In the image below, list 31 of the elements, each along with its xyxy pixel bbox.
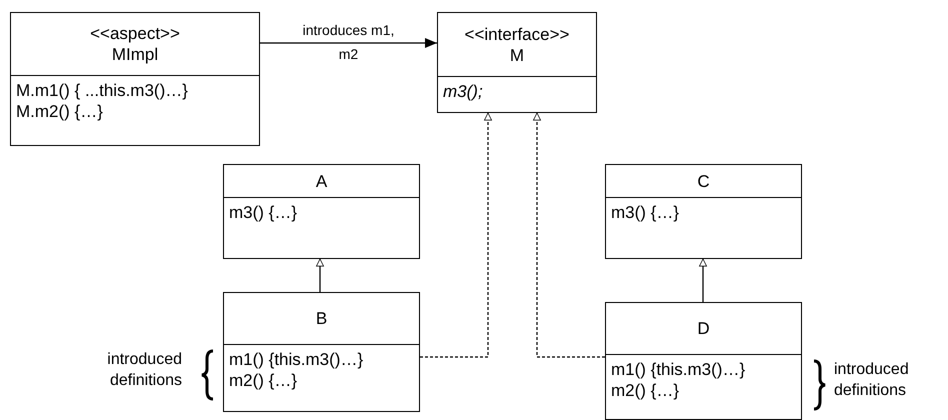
inheritance-arrow [699,258,707,302]
method-text: M.m1() { ...this.m3()…} [16,80,189,101]
stereotype-label: <<aspect>> [89,23,181,44]
class-box [223,164,420,259]
method-text: m1() {this.m3()…} [611,359,746,380]
class-name: MImpl [110,44,160,65]
class-box [437,12,597,113]
class-box [10,12,260,146]
class-name: M [508,44,526,66]
class-name: B [314,308,328,329]
edge-label: introduces m1, m2 [302,21,396,64]
class-box [605,302,802,420]
class-name: D [696,318,711,339]
method-text: m3() {…} [611,202,680,223]
class-box [223,292,420,412]
method-text: m2() {…} [229,370,298,391]
class-name: C [696,170,711,192]
method-text: M.m2() {…} [16,101,104,122]
annotation-text: introduced definitions [834,360,910,401]
stereotype-label: <<interface>> [464,24,570,44]
realization-arrow [420,112,492,358]
arrow [260,38,437,48]
method-text: m3() {…} [229,202,298,223]
class-box [605,164,802,259]
class-name: A [314,170,328,192]
method-text: m3(); [443,81,484,102]
method-text: m2() {…} [611,380,680,401]
realization-arrow [533,112,605,358]
annotation-text: introduced definitions [106,350,182,391]
inheritance-arrow [316,258,324,292]
method-text: m1() {this.m3()…} [229,349,364,370]
